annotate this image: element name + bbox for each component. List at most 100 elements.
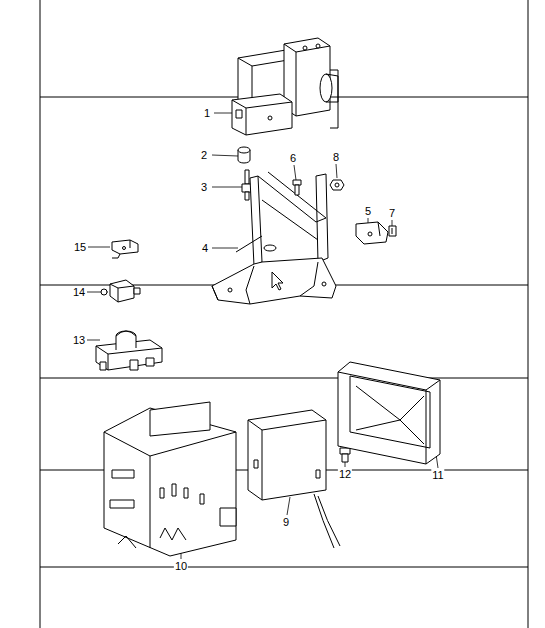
mounting-bracket xyxy=(262,200,318,240)
mounting-bracket xyxy=(264,245,276,251)
sensor-13 xyxy=(146,358,154,366)
hydraulic-unit xyxy=(316,44,320,48)
sensor-14 xyxy=(118,288,119,302)
sensor-13 xyxy=(130,360,138,370)
rubber-mount xyxy=(238,147,250,153)
stud-bolt xyxy=(245,192,249,200)
cover xyxy=(338,362,440,464)
bracket-15 xyxy=(112,240,138,254)
leader-lines xyxy=(88,247,110,248)
control-unit-holder xyxy=(172,484,176,496)
page-frame xyxy=(40,0,41,628)
cover xyxy=(338,372,426,464)
leader-lines xyxy=(212,187,243,188)
cover xyxy=(350,376,430,448)
control-unit xyxy=(248,410,340,548)
control-unit-holder xyxy=(184,488,188,498)
control-unit-holder xyxy=(150,456,151,548)
leader-lines xyxy=(294,165,296,180)
control-unit-holder xyxy=(118,536,136,548)
leader-lines xyxy=(212,155,238,156)
leader-lines xyxy=(345,462,346,467)
page-frame xyxy=(528,0,529,628)
control-unit xyxy=(248,420,326,430)
sensor-14 xyxy=(110,284,134,288)
control-unit-holder xyxy=(104,402,236,556)
hydraulic-unit xyxy=(232,100,292,108)
leader-lines xyxy=(336,164,337,178)
screw-12 xyxy=(340,448,350,454)
clip xyxy=(389,226,396,236)
control-unit-holder xyxy=(104,432,236,456)
sensor-13 xyxy=(108,354,109,370)
control-unit-holder xyxy=(160,528,186,540)
control-unit-holder xyxy=(110,500,134,508)
mounting-bracket xyxy=(212,172,336,304)
hydraulic-unit xyxy=(284,44,330,52)
small-bracket xyxy=(378,222,380,236)
mounting-bracket xyxy=(212,286,218,300)
mounting-bracket xyxy=(250,176,262,266)
page-frame xyxy=(40,567,528,568)
mounting-bracket xyxy=(228,288,232,292)
control-unit xyxy=(248,410,326,500)
screw xyxy=(295,185,299,195)
small-bracket xyxy=(356,222,388,244)
control-unit xyxy=(316,470,320,478)
sensor-14 xyxy=(110,280,134,302)
clip xyxy=(392,228,393,234)
hydraulic-unit xyxy=(303,46,307,50)
leader-lines xyxy=(87,113,438,559)
cursor-pointer xyxy=(272,272,283,290)
control-unit-holder xyxy=(160,488,164,498)
mounting-bracket xyxy=(236,236,262,252)
callout-number: 7 xyxy=(388,207,396,219)
control-unit-holder xyxy=(200,494,204,504)
screw xyxy=(293,180,301,185)
callout-number: 14 xyxy=(72,286,86,298)
callout-number: 6 xyxy=(289,152,297,164)
control-unit xyxy=(314,494,334,548)
hydraulic-unit xyxy=(296,52,297,116)
hydraulic-unit xyxy=(326,74,338,102)
mounting-bracket xyxy=(300,262,318,296)
mounting-bracket xyxy=(322,282,326,286)
callout-number: 13 xyxy=(72,334,86,346)
callout-number: 2 xyxy=(200,149,208,161)
cover xyxy=(426,380,440,390)
hydraulic-unit xyxy=(246,108,247,135)
callout-number: 12 xyxy=(338,468,352,480)
nut xyxy=(330,180,344,190)
control-unit xyxy=(254,460,258,468)
bracket-15 xyxy=(112,240,138,258)
screw xyxy=(293,180,301,195)
mounting-bracket xyxy=(246,266,254,304)
screw-12 xyxy=(342,454,348,462)
rubber-mount xyxy=(238,147,250,163)
small-bracket xyxy=(356,222,388,244)
callout-number: 4 xyxy=(201,242,209,254)
nut xyxy=(335,183,339,187)
sensor-14 xyxy=(101,280,140,302)
control-unit-holder xyxy=(220,508,236,526)
bracket-15 xyxy=(112,254,120,258)
hydraulic-unit xyxy=(330,70,338,128)
hydraulic-unit xyxy=(268,116,272,120)
cursor-pointer xyxy=(272,272,283,290)
hydraulic-unit xyxy=(236,110,242,118)
leader-lines xyxy=(287,497,290,515)
callout-number: 15 xyxy=(73,241,87,253)
leader-lines xyxy=(212,248,238,249)
callout-number: 5 xyxy=(364,205,372,217)
cover xyxy=(356,420,424,444)
sensor-14 xyxy=(134,288,140,294)
callout-number: 3 xyxy=(200,181,208,193)
page-frame xyxy=(40,378,528,379)
callout-number: 11 xyxy=(431,469,444,481)
leader-lines xyxy=(87,340,100,341)
small-bracket xyxy=(368,232,372,236)
control-unit xyxy=(262,430,263,500)
stud-bolt xyxy=(245,170,249,184)
